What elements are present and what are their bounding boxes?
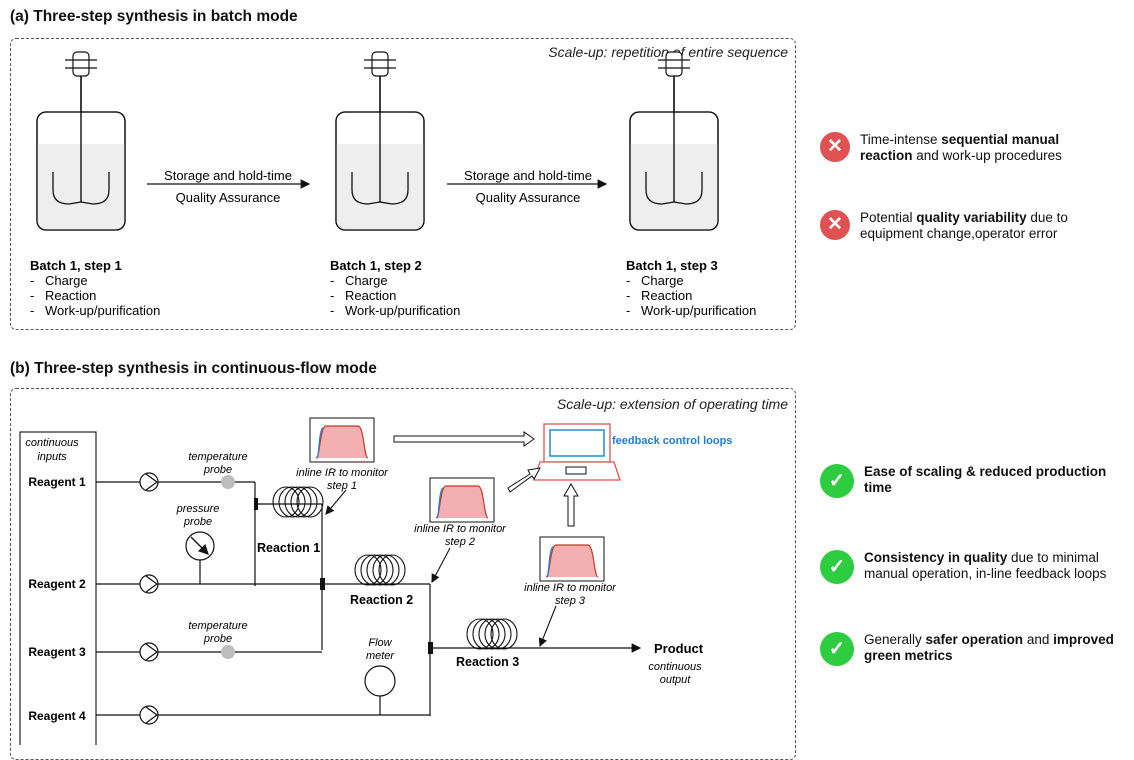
svg-text:-: - (30, 288, 34, 303)
svg-text:-: - (626, 273, 630, 288)
transfer-bottom-label-2: Quality Assurance (476, 190, 581, 205)
reaction-3-label: Reaction 3 (456, 655, 519, 669)
svg-text:probe: probe (183, 516, 212, 528)
panel-b-title: (b) Three-step synthesis in continuous-f… (10, 360, 377, 377)
pump-icon (139, 472, 159, 492)
svg-text:temperature: temperature (188, 620, 247, 632)
reactor-vessel-3 (629, 51, 719, 231)
batch-3-item: Work-up/purification (641, 303, 756, 318)
inputs-label-2: inputs (37, 451, 67, 463)
checkmark-icon: ✓ (820, 550, 854, 584)
data-arrow-2 (507, 467, 541, 493)
panel-a-title: (a) Three-step synthesis in batch mode (10, 8, 298, 25)
batch-label-1: Batch 1, step 1 (30, 258, 122, 273)
pump-icon (139, 705, 159, 725)
svg-text:-: - (30, 273, 34, 288)
reaction-1-label: Reaction 1 (257, 541, 320, 555)
product-sub-2: output (660, 674, 692, 686)
con-item-1: ✕ Time-intense sequential manual reactio… (820, 132, 1110, 164)
pump-icon (139, 642, 159, 662)
reactor-coil-2 (354, 554, 406, 586)
ir-label-3b: step 3 (555, 595, 586, 607)
batch-1-item: Charge (45, 273, 88, 288)
batch-1-item: Reaction (45, 288, 96, 303)
flow-meter-icon (364, 665, 396, 697)
batch-diagram: Storage and hold-time Quality Assurance … (30, 51, 756, 318)
svg-text:-: - (330, 288, 334, 303)
reagent-3-label: Reagent 3 (28, 645, 86, 659)
flow-diagram: continuous inputs Reagent 1 Reagent 2 Re… (19, 417, 732, 745)
checkmark-icon: ✓ (820, 632, 854, 666)
checkmark-icon: ✓ (820, 464, 854, 498)
ir-spectrum-2 (429, 477, 495, 523)
laptop-icon (533, 423, 621, 481)
batch-label-2: Batch 1, step 2 (330, 258, 422, 273)
batch-label-3: Batch 1, step 3 (626, 258, 718, 273)
reaction-2-label: Reaction 2 (350, 593, 413, 607)
batch-2-item: Work-up/purification (345, 303, 460, 318)
svg-text:probe: probe (203, 633, 232, 645)
batch-3-item: Charge (641, 273, 684, 288)
pro-item-2: ✓ Consistency in quality due to minimal … (820, 550, 1130, 584)
con-item-2: ✕ Potential quality variability due to e… (820, 210, 1080, 242)
close-icon: ✕ (820, 210, 850, 240)
ir-label-2b: step 2 (445, 536, 475, 548)
transfer-top-label-1: Storage and hold-time (164, 168, 292, 183)
svg-text:-: - (626, 288, 630, 303)
svg-text:-: - (30, 303, 34, 318)
svg-text:pressure: pressure (176, 503, 220, 515)
batch-2-item: Charge (345, 273, 388, 288)
batch-1-item: Work-up/purification (45, 303, 160, 318)
svg-text:-: - (330, 303, 334, 318)
data-arrow-3 (563, 483, 579, 527)
transfer-top-label-2: Storage and hold-time (464, 168, 592, 183)
reagent-4-label: Reagent 4 (28, 709, 86, 723)
temperature-probe-icon (221, 475, 235, 489)
inputs-label-1: continuous (25, 437, 79, 449)
svg-text:-: - (626, 303, 630, 318)
product-label: Product (654, 641, 704, 656)
ir-spectrum-1 (309, 417, 375, 463)
reagent-1-label: Reagent 1 (28, 475, 86, 489)
reactor-coil-1 (272, 486, 324, 518)
pro-item-3: ✓ Generally safer operation and improved… (820, 632, 1120, 666)
panel-b-scale-note: Scale-up: extension of operating time (556, 396, 788, 412)
svg-text:-: - (330, 273, 334, 288)
close-icon: ✕ (820, 132, 850, 162)
transfer-bottom-label-1: Quality Assurance (176, 190, 281, 205)
ir-label-1a: inline IR to monitor (296, 467, 389, 479)
svg-text:probe: probe (203, 464, 232, 476)
ir-label-1b: step 1 (327, 480, 357, 492)
ir-label-2a: inline IR to monitor (414, 523, 507, 535)
data-arrow-1 (393, 431, 535, 447)
batch-3-item: Reaction (641, 288, 692, 303)
feedback-label: feedback control loops (612, 435, 732, 447)
pump-icon (139, 574, 159, 594)
ir-spectrum-3 (539, 536, 605, 582)
svg-text:temperature: temperature (188, 451, 247, 463)
pro-item-1: ✓ Ease of scaling & reduced production t… (820, 464, 1120, 498)
svg-text:meter: meter (366, 650, 395, 662)
reactor-vessel-1 (36, 51, 126, 231)
reagent-2-label: Reagent 2 (28, 577, 86, 591)
continuous-inputs-box (19, 431, 97, 745)
ir-label-3a: inline IR to monitor (524, 582, 617, 594)
product-sub-1: continuous (648, 661, 702, 673)
panel-a-frame (10, 38, 796, 330)
batch-2-item: Reaction (345, 288, 396, 303)
temperature-probe-icon (221, 645, 235, 659)
reactor-coil-3 (466, 618, 518, 650)
reactor-vessel-2 (335, 51, 425, 231)
svg-text:Flow: Flow (368, 637, 392, 649)
